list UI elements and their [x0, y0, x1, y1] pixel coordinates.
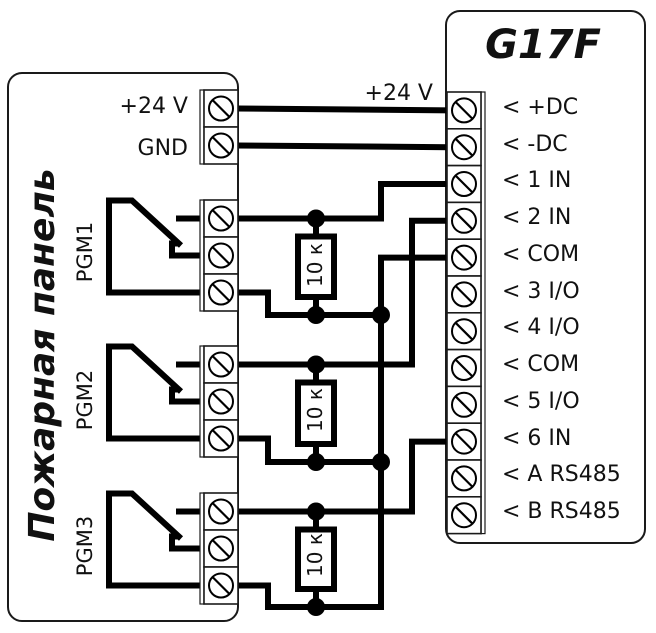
device-terminal-labels: < +DC < -DC < 1 IN < 2 IN < COM < 3 I/O …	[502, 95, 621, 524]
device-terminal-5[interactable]	[446, 238, 482, 277]
junction-dot	[307, 453, 325, 471]
screw-icon	[451, 318, 477, 345]
device-terminal-8[interactable]	[446, 348, 482, 388]
terminal-label-2-in: < 2 IN	[502, 205, 571, 230]
screw-icon	[208, 205, 234, 232]
terminal-label-com-1: < COM	[502, 242, 579, 267]
pgm2-terminal-3[interactable]	[203, 419, 239, 458]
terminal-label-a-rs485: < A RS485	[502, 462, 621, 487]
screw-icon	[451, 134, 477, 161]
terminal-label-com-2: < COM	[502, 352, 579, 377]
panel-terminal-blocks	[199, 89, 239, 605]
supply-label: +24 V	[365, 81, 433, 106]
pgm2-terminal-1[interactable]	[203, 345, 239, 384]
terminal-label-4-io: < 4 I/O	[502, 315, 580, 340]
terminal-label-3-io: < 3 I/O	[502, 279, 580, 304]
pgm1-terminal-2[interactable]	[203, 236, 239, 275]
device-terminal-3[interactable]	[446, 164, 482, 204]
screw-icon	[208, 132, 234, 159]
relay-contacts	[106, 197, 204, 589]
panel-title: Пожарная панель	[22, 168, 63, 541]
terminal-label-5-io: < 5 I/O	[502, 389, 580, 414]
screw-icon	[208, 498, 234, 525]
screw-icon	[208, 95, 234, 122]
terminal-label-dc-plus: < +DC	[502, 95, 578, 120]
resistor-2-label: 10 к	[303, 388, 327, 432]
screw-icon	[451, 281, 477, 308]
pgm2-relay-contact	[106, 343, 204, 442]
device-title: G17F	[485, 22, 601, 68]
panel-power-terminal-1[interactable]	[203, 89, 239, 128]
terminal-label-dc-minus: < -DC	[502, 132, 568, 157]
junction-dot	[307, 502, 325, 521]
screw-icon	[451, 171, 477, 197]
resistors	[295, 215, 337, 610]
device-terminal-7[interactable]	[446, 311, 482, 351]
panel-power-label-gnd: GND	[138, 136, 188, 161]
junction-dot	[307, 209, 325, 228]
screw-icon	[451, 465, 477, 492]
device-terminal-6[interactable]	[446, 275, 482, 314]
screw-icon	[451, 502, 477, 529]
screw-icon	[451, 355, 477, 381]
terminal-label-1-in: < 1 IN	[502, 168, 571, 193]
device-terminal-2[interactable]	[446, 128, 482, 167]
pgm3-label: PGM3	[73, 516, 97, 576]
g17f-device-box	[445, 10, 646, 544]
resistor-3	[295, 508, 337, 610]
wire-pgm1-to-1-in	[235, 181, 450, 222]
device-terminal-block	[446, 91, 486, 535]
screw-icon	[451, 428, 477, 455]
screw-icon	[208, 425, 234, 452]
screw-icon	[208, 572, 234, 599]
pgm1-terminal-1[interactable]	[203, 199, 239, 238]
screw-icon	[208, 535, 234, 562]
screw-icon	[451, 207, 477, 234]
device-terminal-9[interactable]	[446, 385, 482, 424]
screw-icon	[208, 242, 234, 269]
terminal-label-b-rs485: < B RS485	[502, 499, 621, 524]
device-terminal-11[interactable]	[446, 459, 482, 498]
screw-icon	[208, 351, 234, 378]
pgm3-terminal-1[interactable]	[203, 492, 239, 531]
device-terminal-10[interactable]	[446, 422, 482, 461]
resistor-3-label: 10 к	[303, 533, 327, 577]
junction-dots	[307, 209, 390, 616]
pgm1-terminal-3[interactable]	[203, 273, 239, 312]
screw-icon	[451, 244, 477, 271]
wire-24v-to-dc-plus	[234, 105, 451, 114]
pgm1-relay-contact	[106, 197, 204, 296]
resistor-1	[295, 215, 337, 318]
terminal-label-6-in: < 6 IN	[502, 426, 571, 451]
panel-power-label-24v: +24 V	[120, 94, 188, 119]
resistor-2	[295, 361, 337, 465]
device-terminal-12[interactable]	[446, 495, 482, 535]
screw-icon	[208, 279, 234, 306]
pgm2-terminal-2[interactable]	[203, 382, 239, 421]
pgm3-terminal-3[interactable]	[203, 566, 239, 605]
junction-dot	[307, 598, 325, 616]
screw-icon	[451, 97, 477, 124]
pgm3-relay-contact	[106, 490, 204, 589]
screw-icon	[208, 388, 234, 415]
pgm3-terminal-2[interactable]	[203, 529, 239, 568]
junction-dot	[372, 306, 390, 324]
junction-dot	[372, 453, 390, 471]
wires	[234, 105, 451, 610]
wire-com-bus	[378, 254, 450, 610]
screw-icon	[451, 391, 477, 418]
junction-dot	[307, 355, 325, 374]
device-terminal-4[interactable]	[446, 201, 482, 240]
wire-gnd-to-dc-minus	[234, 142, 451, 151]
pgm2-label: PGM2	[73, 370, 97, 430]
device-terminal-1[interactable]	[446, 91, 482, 130]
pgm1-label: PGM1	[73, 222, 97, 282]
junction-dot	[307, 306, 325, 324]
resistor-1-label: 10 к	[303, 243, 327, 287]
panel-power-terminal-2[interactable]	[203, 126, 239, 165]
